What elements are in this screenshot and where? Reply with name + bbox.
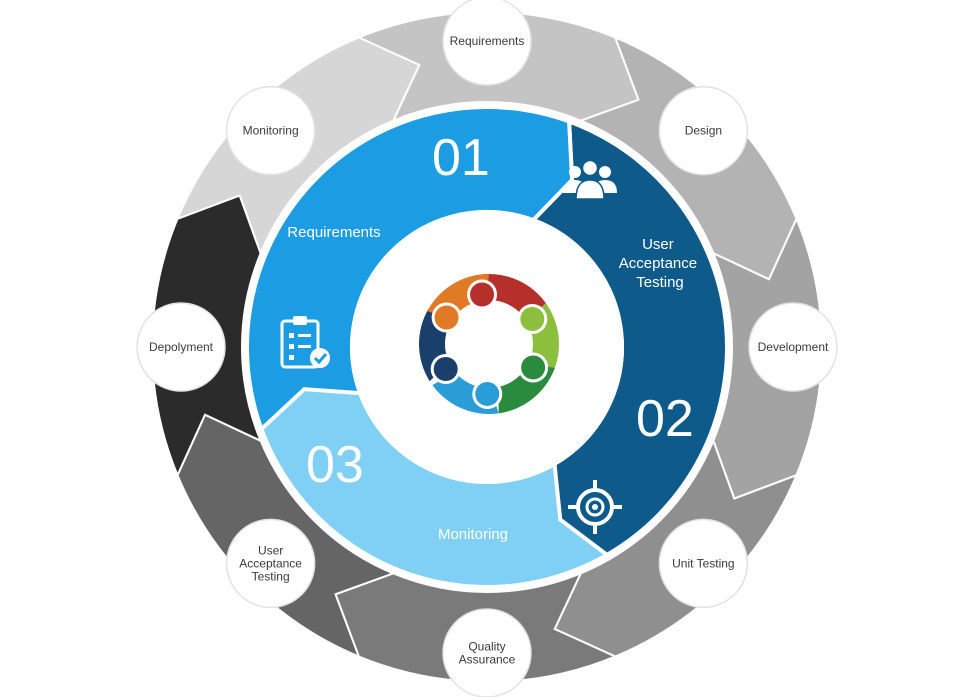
stage-number-03: 03 — [306, 436, 364, 494]
clipboard-check-icon — [280, 316, 330, 369]
outer-step-label-monitoring: Monitoring — [243, 124, 299, 138]
target-icon — [568, 480, 622, 534]
outer-step-bubble-quality-assurance — [442, 608, 532, 697]
outer-step-label-unit-testing: Unit Testing — [672, 556, 734, 570]
stage-number-01: 01 — [432, 129, 490, 187]
outer-step-bubble-requirements — [442, 0, 532, 86]
outer-step-bubble-depolyment — [136, 302, 226, 392]
outer-step-label-development: Development — [758, 340, 829, 354]
stage-label-user-acceptance-testing: User Acceptance Testing — [619, 236, 702, 291]
people-circle-logo-icon — [419, 273, 559, 414]
outer-step-bubble-design — [658, 85, 749, 176]
outer-step-bubble-unit-testing — [658, 518, 749, 609]
outer-step-bubble-monitoring — [225, 85, 316, 176]
outer-step-label-requirements: Requirements — [450, 34, 525, 48]
stage-label-requirements: Requirements — [287, 224, 380, 241]
center-disc — [350, 210, 624, 484]
outer-step-label-depolyment: Depolyment — [149, 340, 214, 354]
stage-label-monitoring: Monitoring — [438, 526, 508, 543]
outer-step-bubble-user-acceptance-testing — [225, 518, 316, 609]
outer-step-label-design: Design — [685, 124, 722, 138]
team-icon — [563, 159, 617, 200]
stage-number-02: 02 — [636, 390, 694, 448]
outer-step-bubble-development — [748, 302, 838, 392]
inner-cycle-ring — [244, 105, 729, 589]
